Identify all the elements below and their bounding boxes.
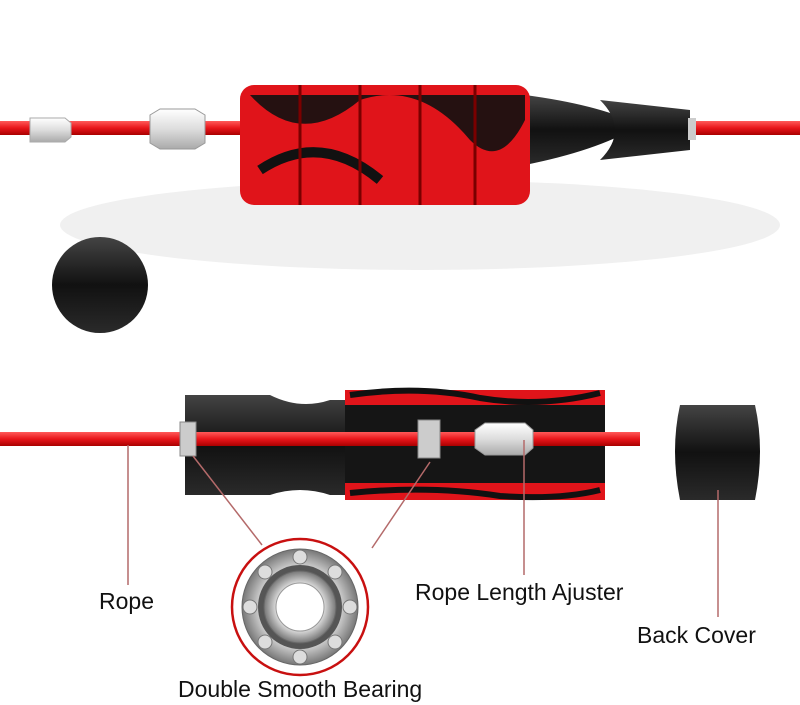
bearing-callout	[230, 537, 370, 677]
back-cover-top	[52, 237, 148, 333]
bearing-left	[179, 421, 197, 457]
exploded-handle-top	[0, 85, 800, 333]
rope-bottom	[0, 432, 640, 446]
foam-grip	[240, 85, 530, 205]
label-rope: Rope	[99, 588, 154, 614]
back-cover	[675, 405, 760, 500]
label-back-cover: Back Cover	[637, 622, 756, 648]
end-stopper	[29, 117, 72, 143]
bearing-ring	[688, 118, 696, 140]
handle-cap	[600, 100, 690, 160]
label-double-smooth-bearing: Double Smooth Bearing	[178, 676, 423, 702]
bearing-right	[417, 419, 441, 459]
label-rope-length-adjuster: Rope Length Ajuster	[415, 579, 624, 605]
rope-length-adjuster-top	[149, 108, 206, 150]
handle-cone	[525, 95, 640, 165]
rope-length-adjuster	[474, 422, 534, 456]
leader-lines	[127, 440, 719, 617]
shadow	[60, 180, 780, 270]
handle-cutaway	[0, 387, 760, 501]
